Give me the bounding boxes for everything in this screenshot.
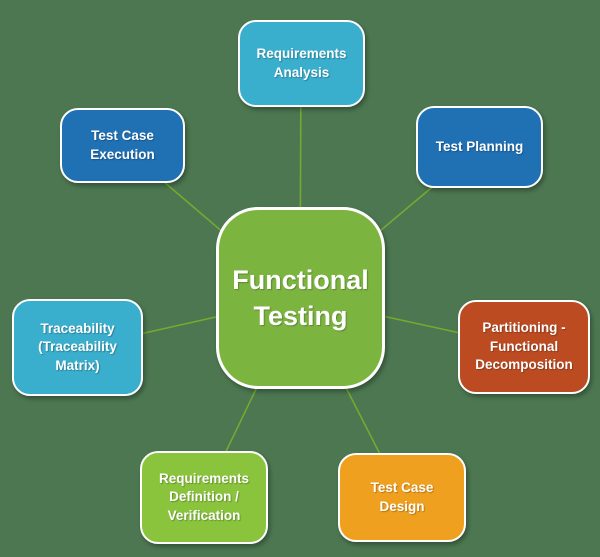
- node-traceability-matrix: Traceability (Traceability Matrix): [12, 299, 143, 396]
- node-test-case-execution: Test Case Execution: [60, 108, 185, 183]
- node-requirements-analysis: Requirements Analysis: [238, 20, 365, 107]
- node-test-case-design: Test Case Design: [338, 453, 466, 542]
- center-node-functional-testing: Functional Testing: [216, 207, 385, 389]
- node-partitioning-functional-decomposition: Partitioning - Functional Decomposition: [458, 300, 590, 394]
- node-test-planning: Test Planning: [416, 106, 543, 188]
- node-requirements-definition-verification: Requirements Definition / Verification: [140, 451, 268, 544]
